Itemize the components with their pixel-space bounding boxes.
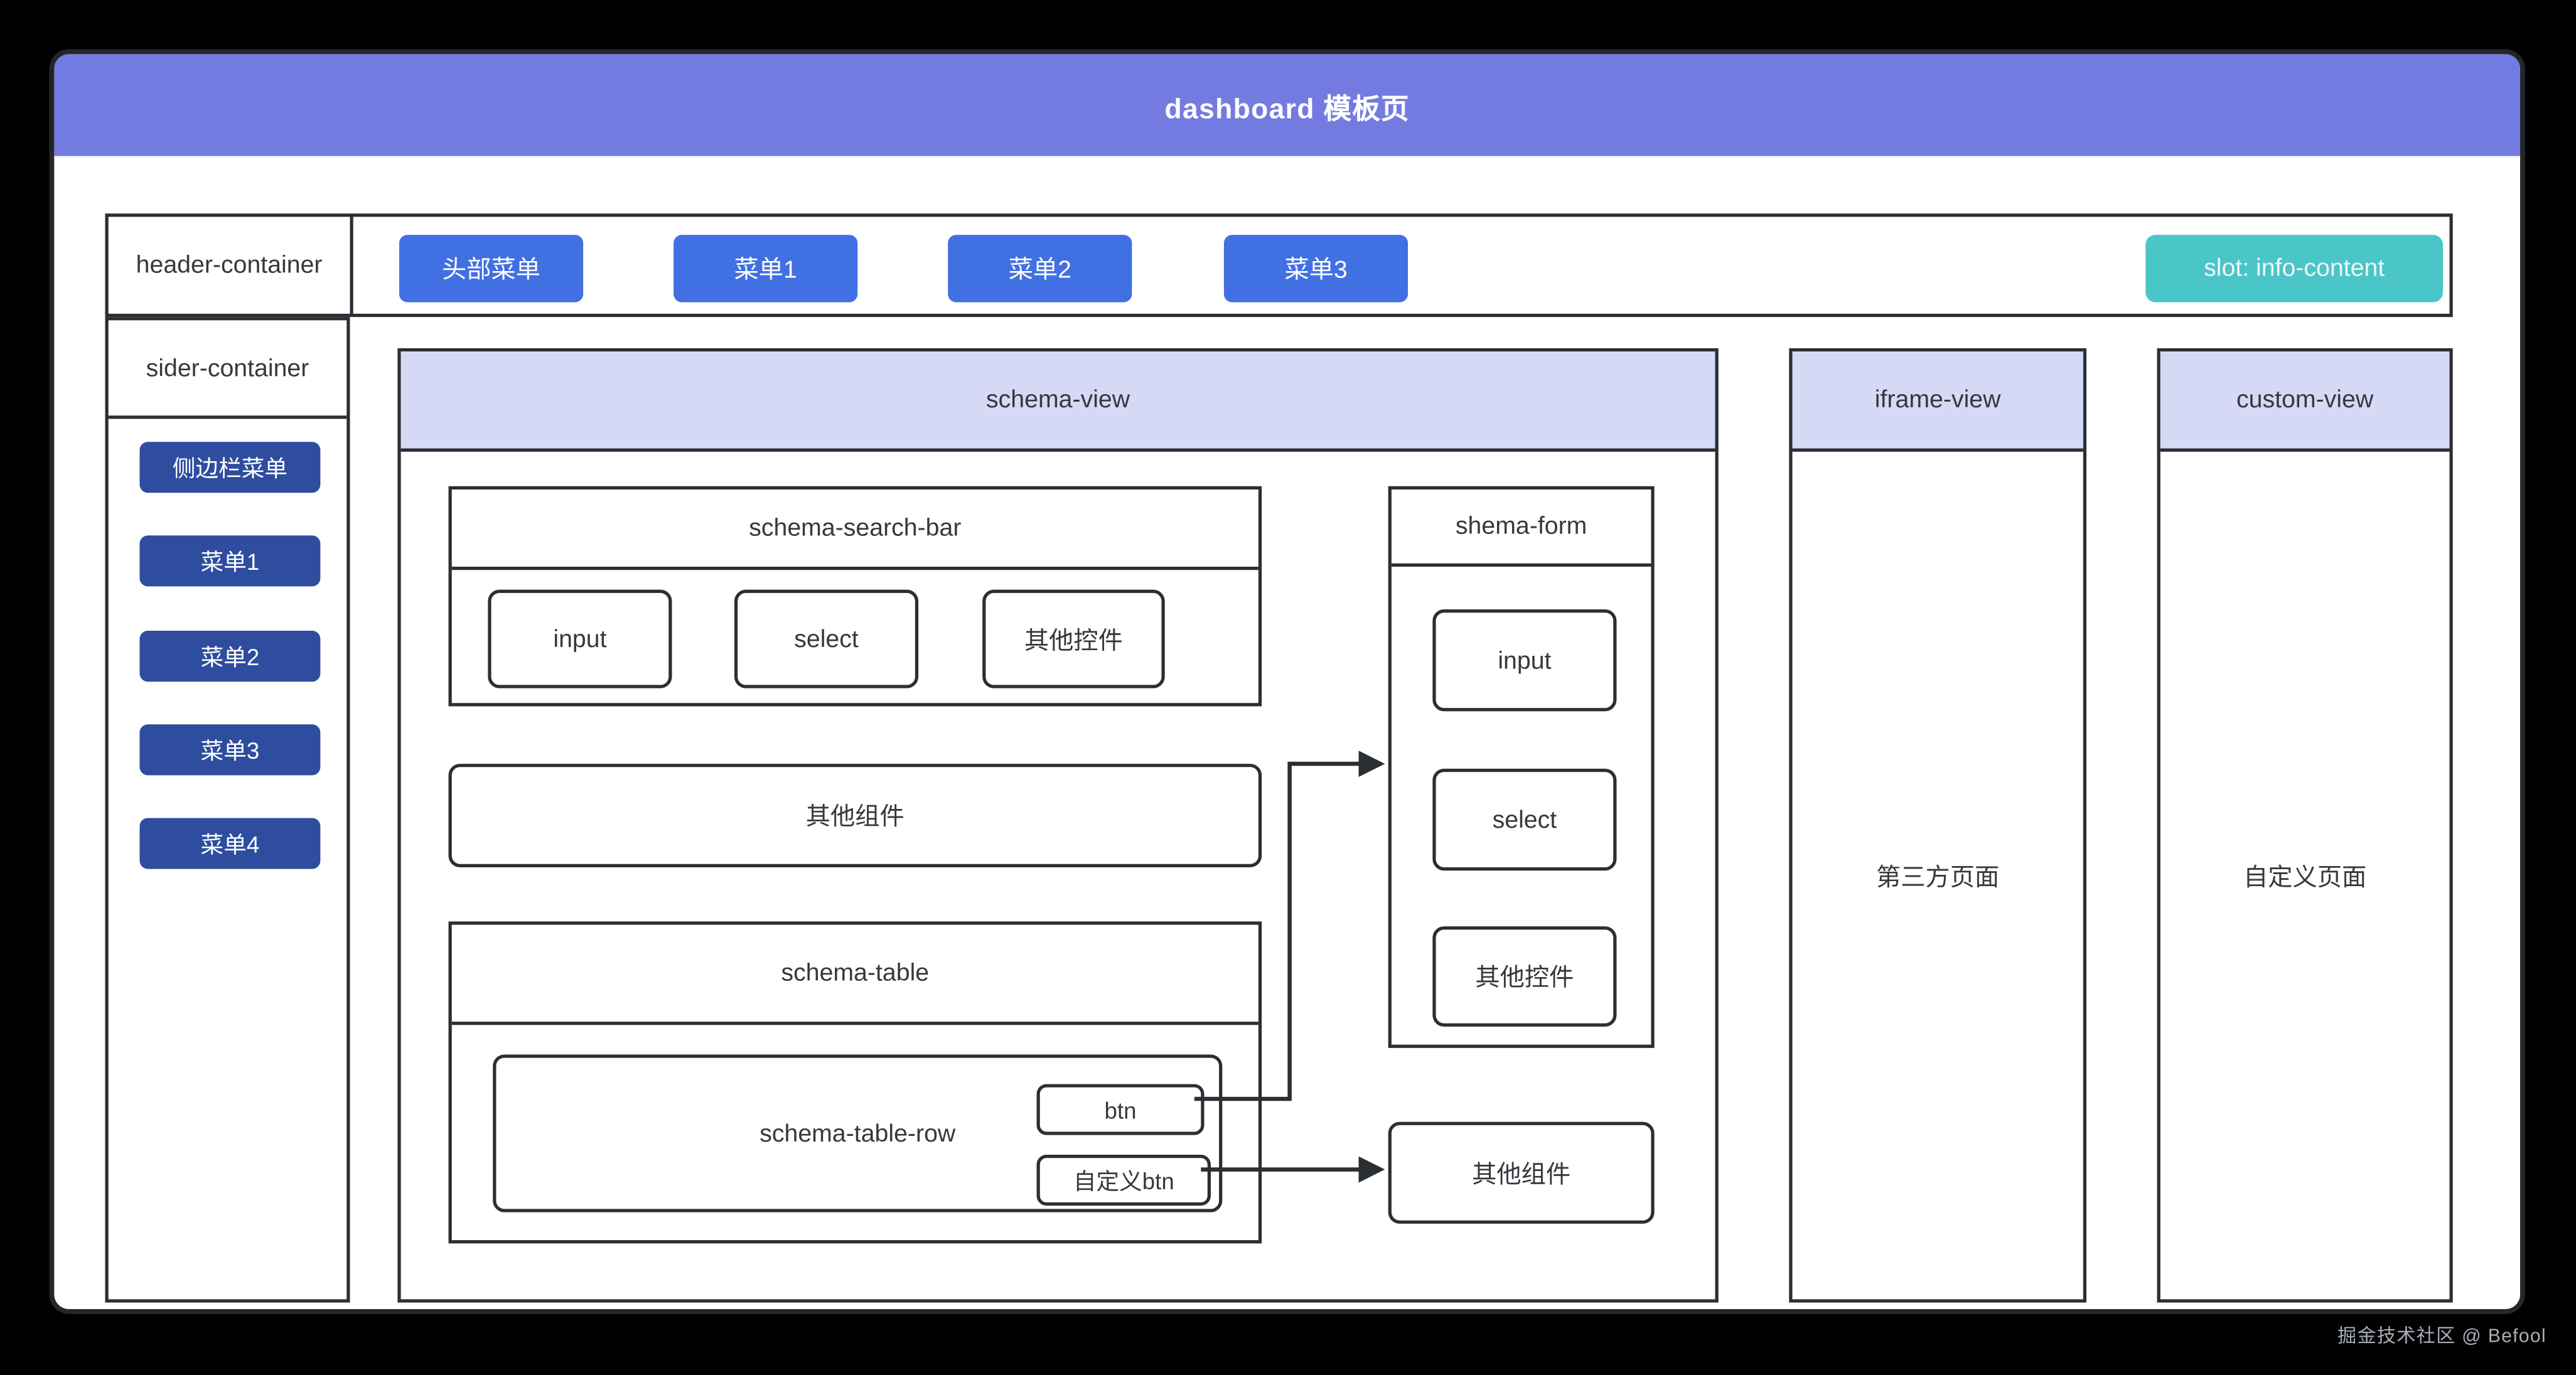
sidebar-menu-button-2[interactable]: 菜单2 (139, 631, 321, 682)
sider-container-box: sider-container 侧边栏菜单 菜单1 菜单2 菜单3 菜单4 (105, 317, 350, 1303)
other-component-right-box: 其他组件 (1388, 1121, 1655, 1224)
schema-table-row-box: schema-table-row btn 自定义btn (493, 1054, 1223, 1212)
schema-search-bar-box: schema-search-bar input select 其他控件 (448, 486, 1262, 707)
sidebar-menu-button-3[interactable]: 菜单3 (139, 724, 321, 776)
schema-search-bar-title: schema-search-bar (451, 490, 1258, 570)
sidebar-menu-button-1[interactable]: 菜单1 (139, 535, 321, 587)
form-input-box[interactable]: input (1432, 609, 1617, 712)
header-container-label: header-container (109, 217, 353, 314)
header-menu-button-3[interactable]: 菜单3 (1223, 235, 1409, 302)
schema-table-row-label: schema-table-row (759, 1119, 956, 1148)
custom-btn-chip[interactable]: 自定义btn (1036, 1154, 1211, 1206)
custom-view-header: custom-view (2160, 351, 2450, 452)
page-title: dashboard 模板页 (1164, 92, 1410, 124)
schema-form-title: shema-form (1391, 490, 1651, 567)
sider-container-label: sider-container (108, 320, 347, 419)
header-menu-button-main[interactable]: 头部菜单 (399, 235, 584, 302)
custom-view-content: 自定义页面 (2243, 863, 2367, 891)
iframe-view-content: 第三方页面 (1876, 863, 2000, 891)
search-other-control-box[interactable]: 其他控件 (982, 589, 1165, 688)
search-input-box[interactable]: input (488, 589, 672, 688)
schema-view-header: schema-view (400, 351, 1715, 452)
watermark-text: 掘金技术社区 @ Befool (2337, 1327, 2546, 1347)
header-menu-button-1[interactable]: 菜单1 (674, 235, 858, 302)
title-banner: dashboard 模板页 (54, 54, 2521, 156)
schema-view-panel: schema-view schema-search-bar input sele… (397, 348, 1719, 1303)
header-container-box: header-container 头部菜单 菜单1 菜单2 菜单3 slot: … (105, 213, 2453, 318)
schema-table-box: schema-table schema-table-row btn 自定义btn (448, 921, 1262, 1244)
btn-chip[interactable]: btn (1036, 1084, 1205, 1135)
sidebar-menu-button-main[interactable]: 侧边栏菜单 (139, 442, 321, 493)
search-select-box[interactable]: select (734, 589, 919, 688)
dashboard-template-page: dashboard 模板页 header-container 头部菜单 菜单1 … (49, 49, 2525, 1314)
iframe-view-header: iframe-view (1792, 351, 2083, 452)
form-other-control-box[interactable]: 其他控件 (1432, 926, 1617, 1027)
custom-view-panel: custom-view 自定义页面 (2157, 348, 2453, 1303)
schema-table-title: schema-table (451, 925, 1258, 1025)
header-menu-button-2[interactable]: 菜单2 (948, 235, 1132, 302)
other-component-box: 其他组件 (448, 764, 1262, 867)
slot-info-content-chip[interactable]: slot: info-content (2145, 235, 2443, 302)
sidebar-menu-button-4[interactable]: 菜单4 (139, 818, 321, 869)
schema-form-box: shema-form input select 其他控件 (1388, 486, 1655, 1048)
iframe-view-panel: iframe-view 第三方页面 (1789, 348, 2087, 1303)
form-select-box[interactable]: select (1432, 768, 1617, 871)
